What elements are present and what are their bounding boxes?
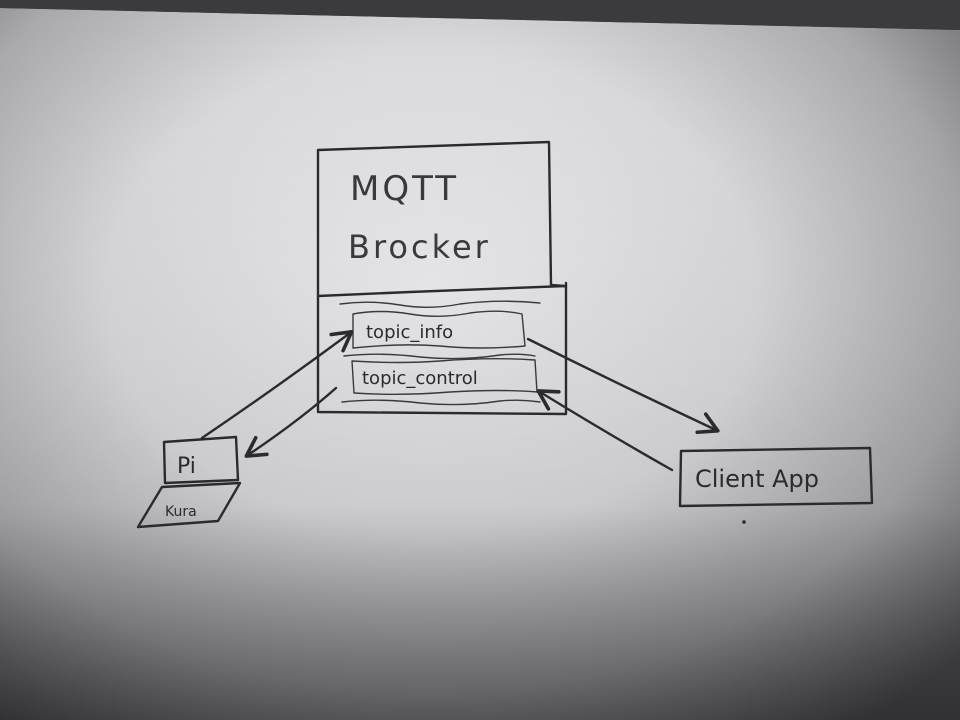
connection-arrows (200, 330, 720, 472)
topic-control-box: topic_control (341, 358, 541, 406)
topic-control-label: topic_control (362, 368, 478, 389)
broker-title-line2: Brocker (348, 228, 491, 266)
mqtt-broker-box: MQTT Brocker topic_info topic_control (316, 140, 568, 416)
client-app-label: Client App (695, 465, 819, 493)
client-app-box: Client App (678, 446, 874, 524)
broker-title-line1: MQTT (350, 169, 459, 209)
pi-label: Pi (177, 454, 196, 479)
arrow-topic-control-to-pi (244, 386, 338, 458)
kura-label: Kura (165, 504, 197, 520)
pi-device: Pi Kura (136, 435, 242, 529)
arrow-client-to-topic-control (536, 389, 674, 472)
arrow-topic-info-to-client (526, 337, 720, 435)
topic-info-box: topic_info (339, 300, 541, 360)
arrow-pi-to-topic-info (200, 330, 354, 440)
topic-info-label: topic_info (366, 322, 453, 343)
